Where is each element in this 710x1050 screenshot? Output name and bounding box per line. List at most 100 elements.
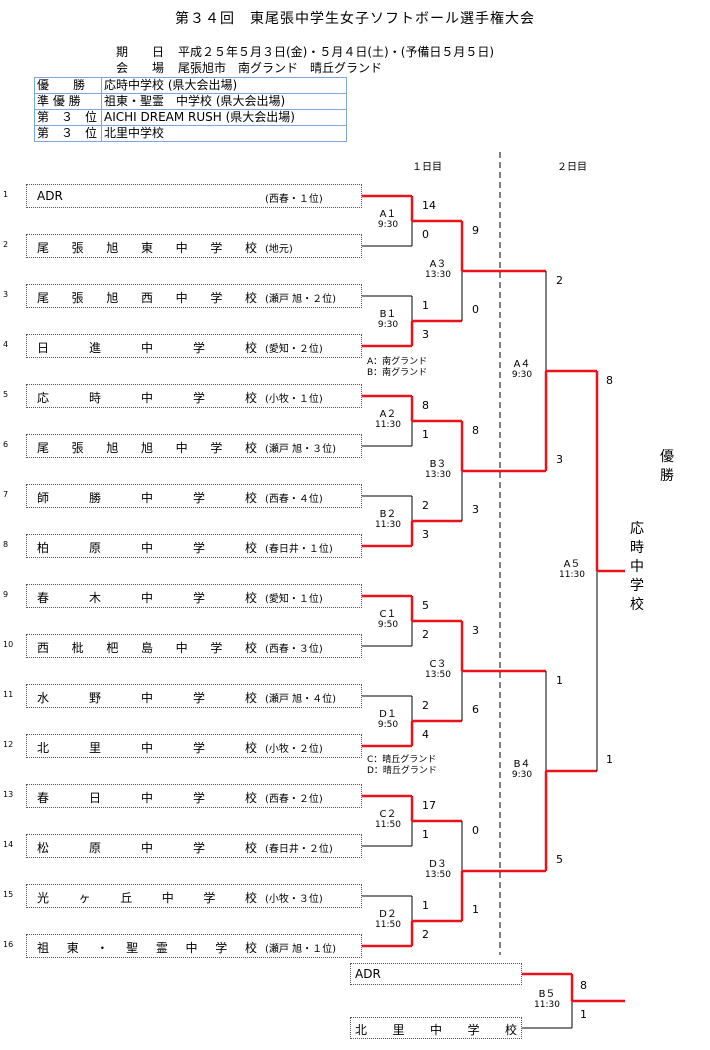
team-name: 祖東・聖霊中学校 [37,941,257,955]
score: 8 [580,979,587,992]
score: 1 [580,1008,587,1021]
consolation-team-1: ADR [350,963,522,985]
score: 3 [422,328,429,341]
team-name: 西枇杷島中学校 [37,641,257,655]
page-title: 第３４回 東尾張中学生女子ソフトボール選手権大会 [175,11,535,27]
seed-number: 15 [3,890,14,899]
team-box: 柏原中学校(春日井・１位) [26,534,362,558]
score: 1 [606,753,613,766]
team-note: (愛知・２位) [265,344,323,355]
period-value: 平成２５年５月３日(金)・５月４日(土)・(予備日５月５日) [178,45,495,59]
team-name: ADR [37,189,63,203]
seed-number: 9 [3,590,9,599]
champion-name-char: 校 [630,597,644,613]
team-box: ADR(西春・１位) [26,184,362,208]
champion-name-char: 応 [630,521,644,537]
team-name: 春木中学校 [37,591,257,605]
team-note: (春日井・１位) [265,544,333,555]
score: 2 [422,928,429,941]
seed-number: 11 [3,690,14,699]
team-name: 尾張旭東中学校 [37,241,257,255]
score: 6 [472,703,479,716]
team-name: 日進中学校 [37,341,257,355]
result-row: 第 ３ 位北里中学校 [34,125,347,142]
score: 3 [422,528,429,541]
venue-value: 尾張旭市 南グランド 晴丘グランド [178,61,383,75]
score: 8 [472,424,479,437]
team-box: 尾張旭西中学校(瀬戸 旭・２位) [26,284,362,308]
seed-number: 4 [3,340,9,349]
seed-number: 1 [3,190,9,199]
team-note: (瀬戸 旭・４位) [265,694,336,705]
score: 5 [556,853,563,866]
score: 8 [422,399,429,412]
seed-number: 12 [3,740,14,749]
winner-label-char: 優 [660,449,674,465]
team-name: 北里中学校 [37,741,257,755]
score: 0 [472,824,479,837]
results-table: 優 勝応時中学校 (県大会出場) 準 優 勝祖東・聖霊 中学校 (県大会出場) … [34,77,347,142]
team-name: 水野中学校 [37,691,257,705]
score: 2 [422,499,429,512]
team-name: 松原中学校 [37,841,257,855]
score: 3 [472,503,479,516]
venue-cd-c: C：晴丘グランド [367,755,437,765]
team-box: 北里中学校 (小牧・２位) [26,734,362,758]
score: 2 [556,274,563,287]
team-box: 日進中学校 (愛知・２位) [26,334,362,358]
seed-number: 5 [3,390,9,399]
seed-number: 16 [3,940,14,949]
score: 3 [556,453,563,466]
consolation-team-2-name: 北里中学校 [355,1023,517,1037]
venue-cd-d: D：晴丘グランド [367,766,437,776]
team-box: 春日中学校(西春・２位) [26,784,362,808]
score: 8 [606,374,613,387]
score: 1 [422,828,429,841]
score: 2 [422,628,429,641]
team-note: (地元) [265,244,293,255]
score: 9 [472,224,479,237]
result-team: 応時中学校 (県大会出場) [101,77,347,94]
score: 1 [422,299,429,312]
team-note: (春日井・２位) [265,844,333,855]
seed-number: 10 [3,640,14,649]
team-name: 尾張旭旭中学校 [37,441,257,455]
team-note: (瀬戸 旭・２位) [265,294,336,305]
day1-label: １日目 [412,162,442,173]
seed-number: 3 [3,290,9,299]
team-box: 水野中学校 (瀬戸 旭・４位) [26,684,362,708]
team-note: (小牧・２位) [265,744,323,755]
seed-number: 14 [3,840,14,849]
score: 1 [472,903,479,916]
seed-number: 6 [3,440,9,449]
team-name: 師勝中学校 [37,491,257,505]
team-note: (西春・４位) [265,494,323,505]
result-rank: 準 優 勝 [34,93,102,110]
team-name: 春日中学校 [37,791,257,805]
team-note: (愛知・１位) [265,594,323,605]
consolation-team-1-name: ADR [355,967,381,981]
team-note: (瀬戸 旭・３位) [265,444,336,455]
score: 3 [472,624,479,637]
winner-label-char: 勝 [660,468,674,484]
venue-ab-a: A：南グランド [367,357,428,367]
score: 4 [422,728,429,741]
score: 0 [422,228,429,241]
team-name: 光ヶ丘中学校 [37,891,257,905]
consolation-team-2: 北里中学校 [350,1017,522,1039]
score: 1 [556,674,563,687]
result-team: AICHI DREAM RUSH (県大会出場) [101,109,347,126]
